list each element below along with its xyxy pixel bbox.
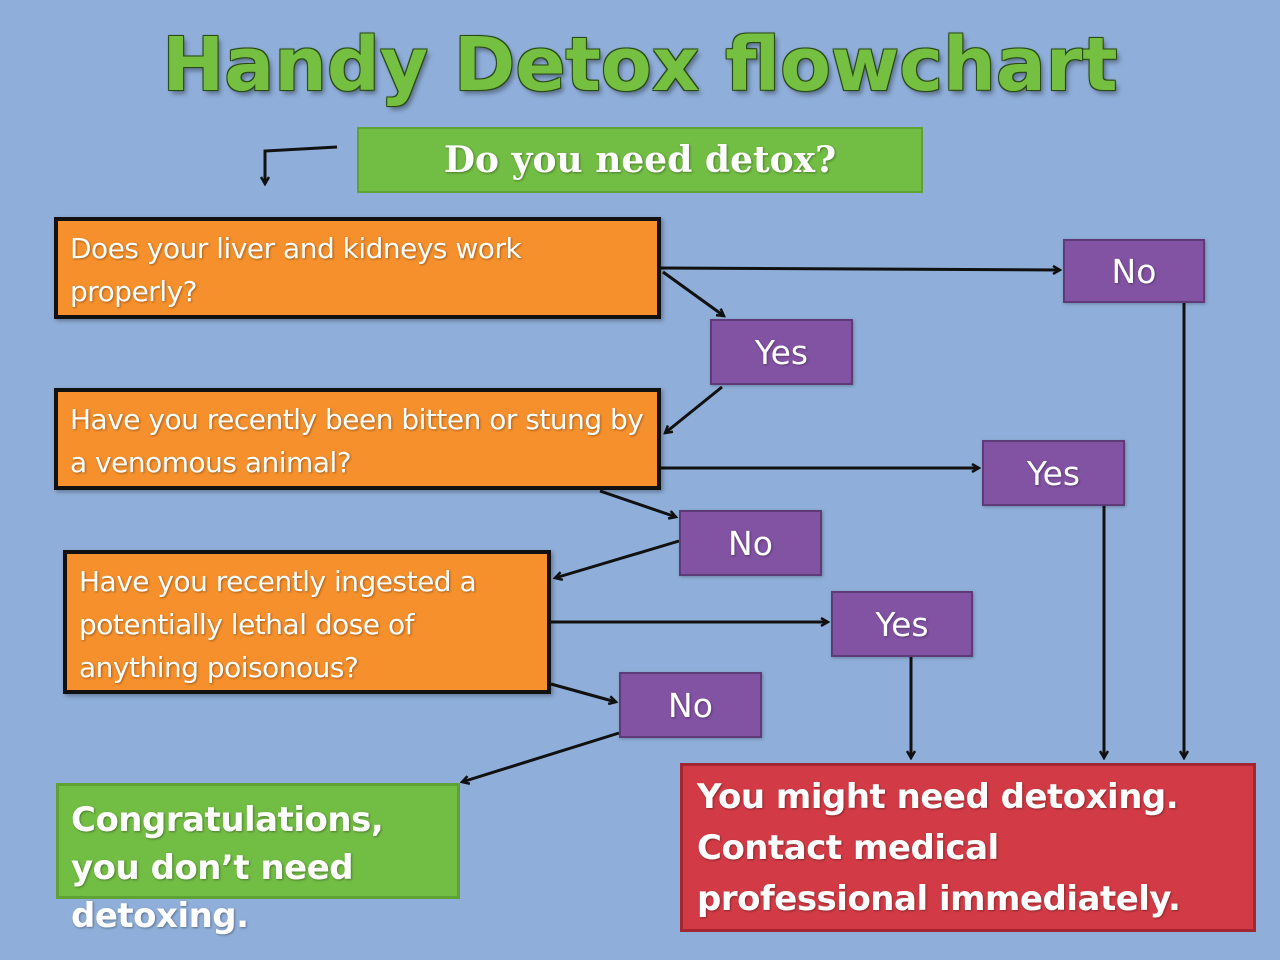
arrow-q2-to-no — [599, 489, 676, 517]
answer-q2-no: No — [679, 510, 822, 576]
answer-q2-yes: Yes — [982, 440, 1125, 506]
arrow-q1-to-yes — [662, 270, 724, 316]
arrow-start-to-q1 — [265, 145, 338, 184]
question-ingested-poison: Have you recently ingested a potentially… — [63, 550, 551, 694]
question-liver-kidneys: Does your liver and kidneys work properl… — [54, 217, 661, 319]
arrow-yes-to-q2 — [665, 385, 723, 433]
arrow-q1-to-no — [660, 268, 1060, 270]
page-title: Handy Detox flowchart — [162, 22, 1118, 108]
answer-q3-no: No — [619, 672, 762, 738]
arrow-q3-to-no — [550, 682, 616, 702]
arrow-no-to-congrats — [462, 731, 620, 782]
answer-q1-no: No — [1063, 239, 1205, 303]
outcome-need-detox: You might need detoxing. Contact medical… — [680, 763, 1256, 932]
question-bitten-stung: Have you recently been bitten or stung b… — [54, 388, 661, 490]
start-node: Do you need detox? — [357, 127, 923, 193]
arrow-no-to-q3 — [555, 539, 680, 578]
outcome-no-detox: Congratulations, you don’t need detoxing… — [56, 783, 460, 936]
answer-q1-yes: Yes — [710, 319, 853, 385]
answer-q3-yes: Yes — [831, 591, 973, 657]
